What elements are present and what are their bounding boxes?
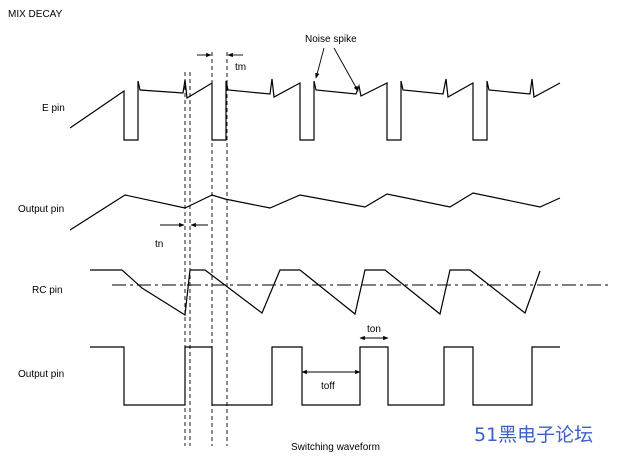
output-pin-label-1: Output pin <box>18 204 64 215</box>
toff-marker: toff <box>301 369 361 392</box>
ton-marker: ton <box>359 324 389 341</box>
ton-label: ton <box>367 324 381 335</box>
output-pin-label-2: Output pin <box>18 369 64 380</box>
rc-pin-label: RC pin <box>32 285 63 296</box>
output-pin-waveform-2 <box>90 346 560 406</box>
e-pin-label: E pin <box>42 103 65 114</box>
diagram-title: MIX DECAY <box>8 9 63 20</box>
timing-guides <box>184 52 228 446</box>
noise-spike-annotation: Noise spike <box>305 34 359 92</box>
rc-pin-waveform <box>90 269 541 317</box>
tm-label: tm <box>235 62 246 73</box>
noise-spike-label: Noise spike <box>305 34 357 45</box>
tm-marker: tm <box>197 52 246 73</box>
noise-spike-arrow-1 <box>315 47 325 79</box>
e-pin-waveform <box>69 78 561 141</box>
noise-spike-arrow-2 <box>333 47 359 92</box>
diagram-caption: Switching waveform <box>291 442 380 453</box>
watermark: 51黑电子论坛 <box>474 424 593 446</box>
tn-marker: tn <box>155 222 208 250</box>
toff-label: toff <box>321 381 335 392</box>
output-pin-waveform-1 <box>69 192 561 231</box>
tn-label: tn <box>155 239 163 250</box>
